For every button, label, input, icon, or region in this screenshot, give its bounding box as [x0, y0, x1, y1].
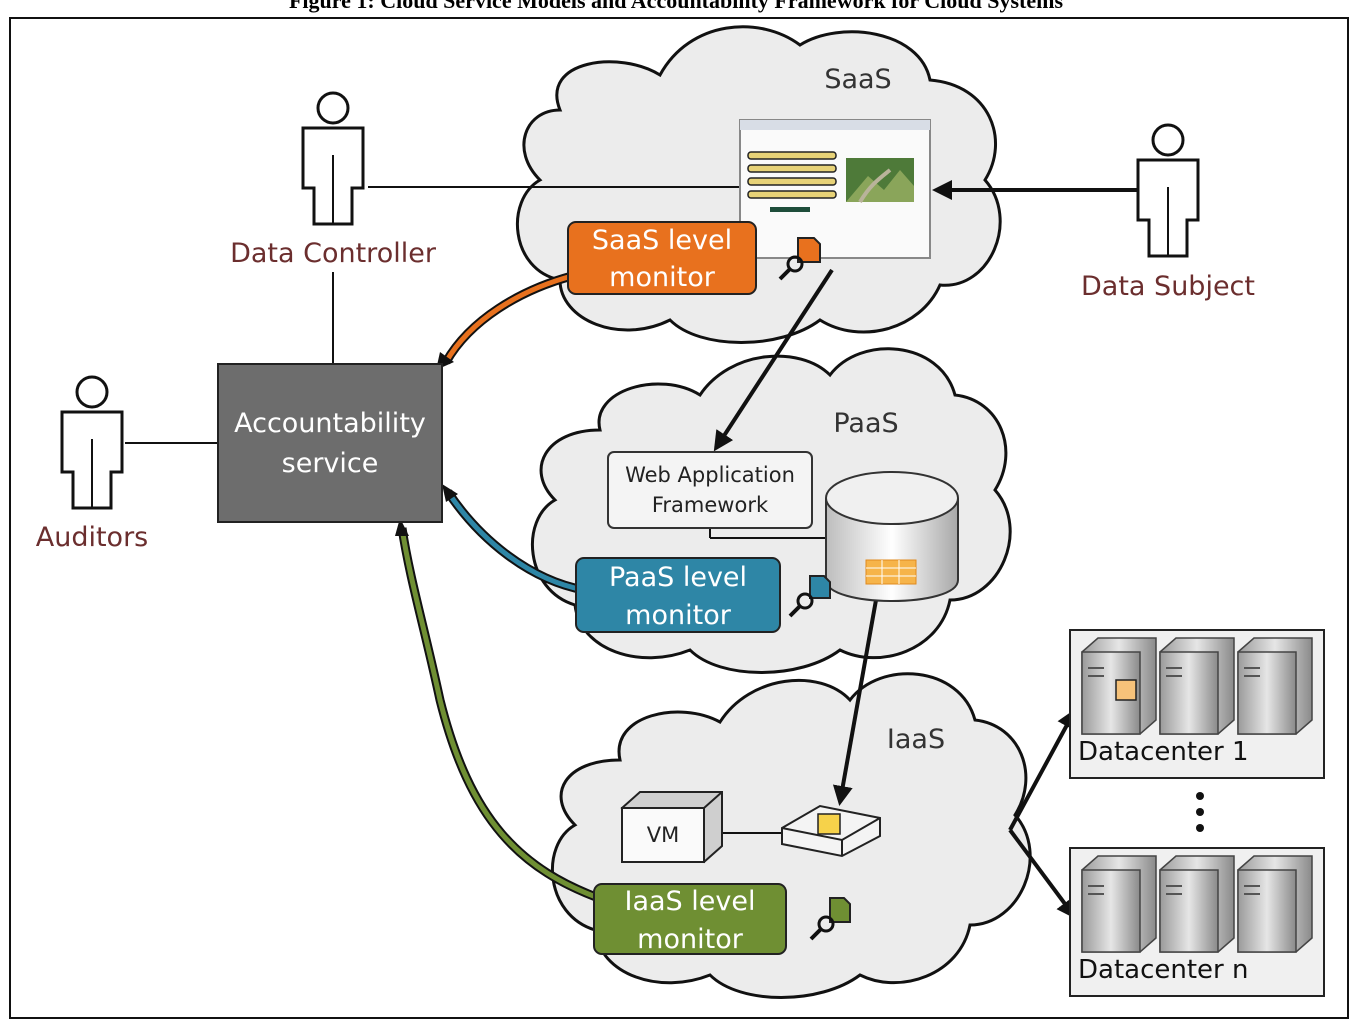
data-subject-label: Data Subject [1081, 271, 1255, 302]
auditors-label: Auditors [36, 522, 149, 553]
figure-caption: Figure 1: Cloud Service Models and Accou… [289, 0, 1063, 13]
data-controller-label: Data Controller [230, 238, 437, 269]
iaas-monitor-line1: IaaS level [625, 886, 756, 917]
accountability-service-line2: service [282, 448, 379, 479]
iaas-cloud-label: IaaS [887, 724, 945, 755]
iaas-level-monitor-box [593, 883, 787, 955]
accountability-service-line1: Accountability [234, 408, 426, 439]
data-subject-person-icon [1136, 123, 1200, 258]
paas-cloud-label: PaaS [833, 408, 898, 439]
saas-monitor-arrow [436, 271, 574, 370]
saas-monitor-line1: SaaS level [592, 225, 732, 256]
app-to-framework-arrow [713, 268, 834, 452]
saas-monitor-line2: monitor [609, 262, 716, 293]
datacenter-1-server-icons [1081, 637, 1313, 735]
web-application-framework-box [607, 451, 813, 529]
paas-monitor-probe-icon [788, 575, 831, 618]
web-app-framework-line2: Framework [652, 493, 769, 517]
saas-cloud-label: SaaS [824, 64, 891, 95]
paas-monitor-arrow [442, 484, 585, 595]
datacenter-ellipsis [1196, 792, 1204, 832]
saas-level-monitor-box [567, 221, 757, 295]
vm-label: VM [647, 823, 679, 847]
storage-to-datacenter1-arrow [1008, 708, 1076, 831]
datacenter-1-label: Datacenter 1 [1078, 737, 1249, 767]
iaas-monitor-line2: monitor [637, 924, 744, 955]
iaas-monitor-arrow [395, 518, 606, 905]
saas-application-window-icon [739, 119, 931, 259]
db-to-storage-arrow [832, 599, 878, 806]
storage-device-icon [781, 804, 881, 858]
datacenter-n-label: Datacenter n [1078, 955, 1248, 985]
paas-monitor-line1: PaaS level [609, 562, 747, 593]
database-icon [825, 471, 959, 602]
auditors-person-icon [60, 375, 124, 510]
accountability-service-box [217, 363, 443, 523]
iaas-monitor-probe-icon [809, 897, 851, 941]
paas-monitor-line2: monitor [625, 600, 732, 631]
saas-monitor-probe-icon [778, 237, 821, 281]
datacenter-n-server-icons [1081, 855, 1313, 953]
diagram-frame [9, 17, 1349, 1019]
web-app-framework-line1: Web Application [625, 463, 795, 487]
paas-level-monitor-box [575, 557, 781, 633]
data-controller-person-icon [301, 91, 365, 226]
storage-to-datacentern-arrow [1008, 828, 1077, 920]
vm-box [620, 791, 723, 864]
